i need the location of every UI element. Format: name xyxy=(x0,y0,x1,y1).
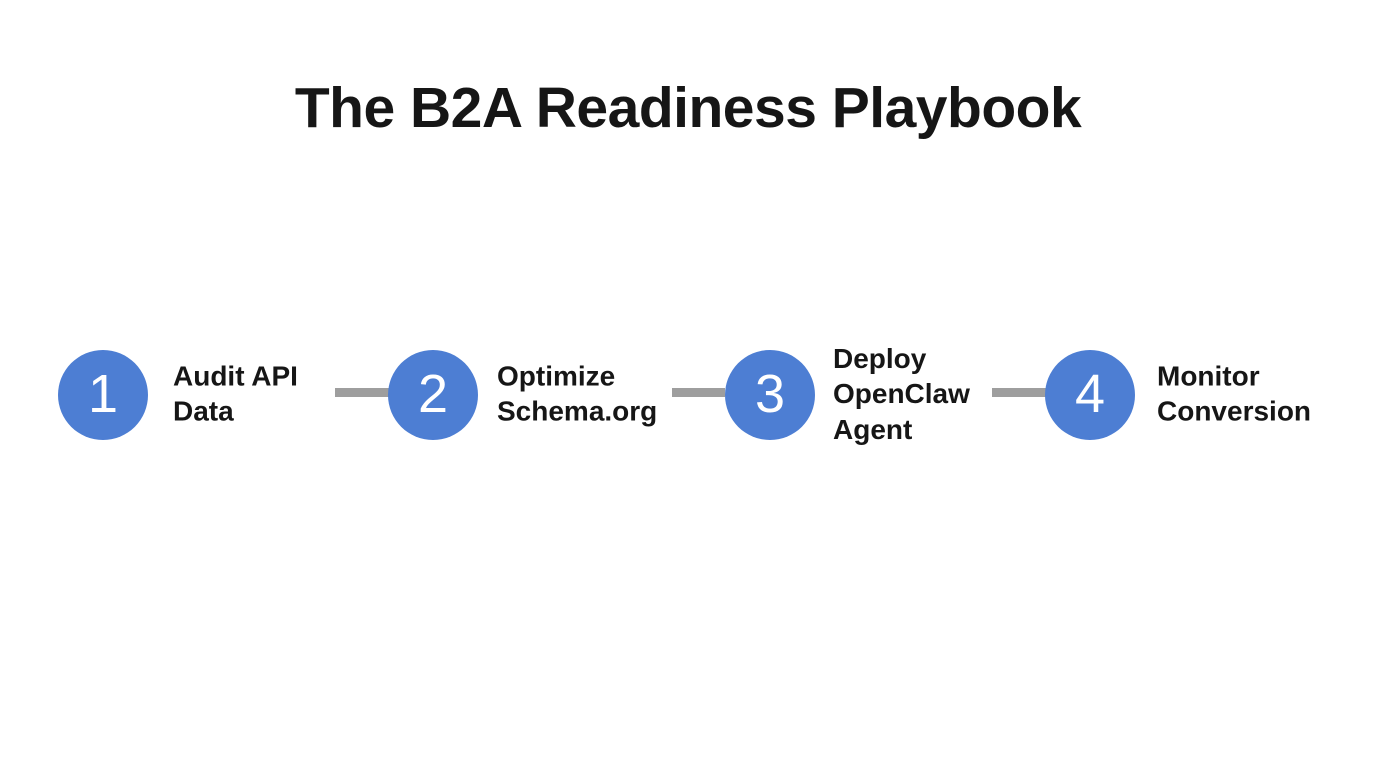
step-2-label: Optimize Schema.org xyxy=(497,360,658,427)
step-1-number: 1 xyxy=(87,364,119,424)
step-3-circle: 3 xyxy=(725,350,815,440)
step-2-number: 2 xyxy=(417,364,449,424)
step-1-label: Audit API Data xyxy=(173,360,298,427)
step-4-number: 4 xyxy=(1074,364,1106,424)
step-3-label: Deploy OpenClaw Agent xyxy=(833,343,970,445)
step-2-circle: 2 xyxy=(388,350,478,440)
step-3-number: 3 xyxy=(754,364,786,424)
step-1-circle: 1 xyxy=(58,350,148,440)
connector-2-3 xyxy=(672,388,725,397)
connector-1-2 xyxy=(335,388,390,397)
page-title: The B2A Readiness Playbook xyxy=(294,76,1082,140)
step-4-label: Monitor Conversion xyxy=(1157,360,1312,427)
connector-3-4 xyxy=(992,388,1046,397)
step-4-circle: 4 xyxy=(1045,350,1135,440)
